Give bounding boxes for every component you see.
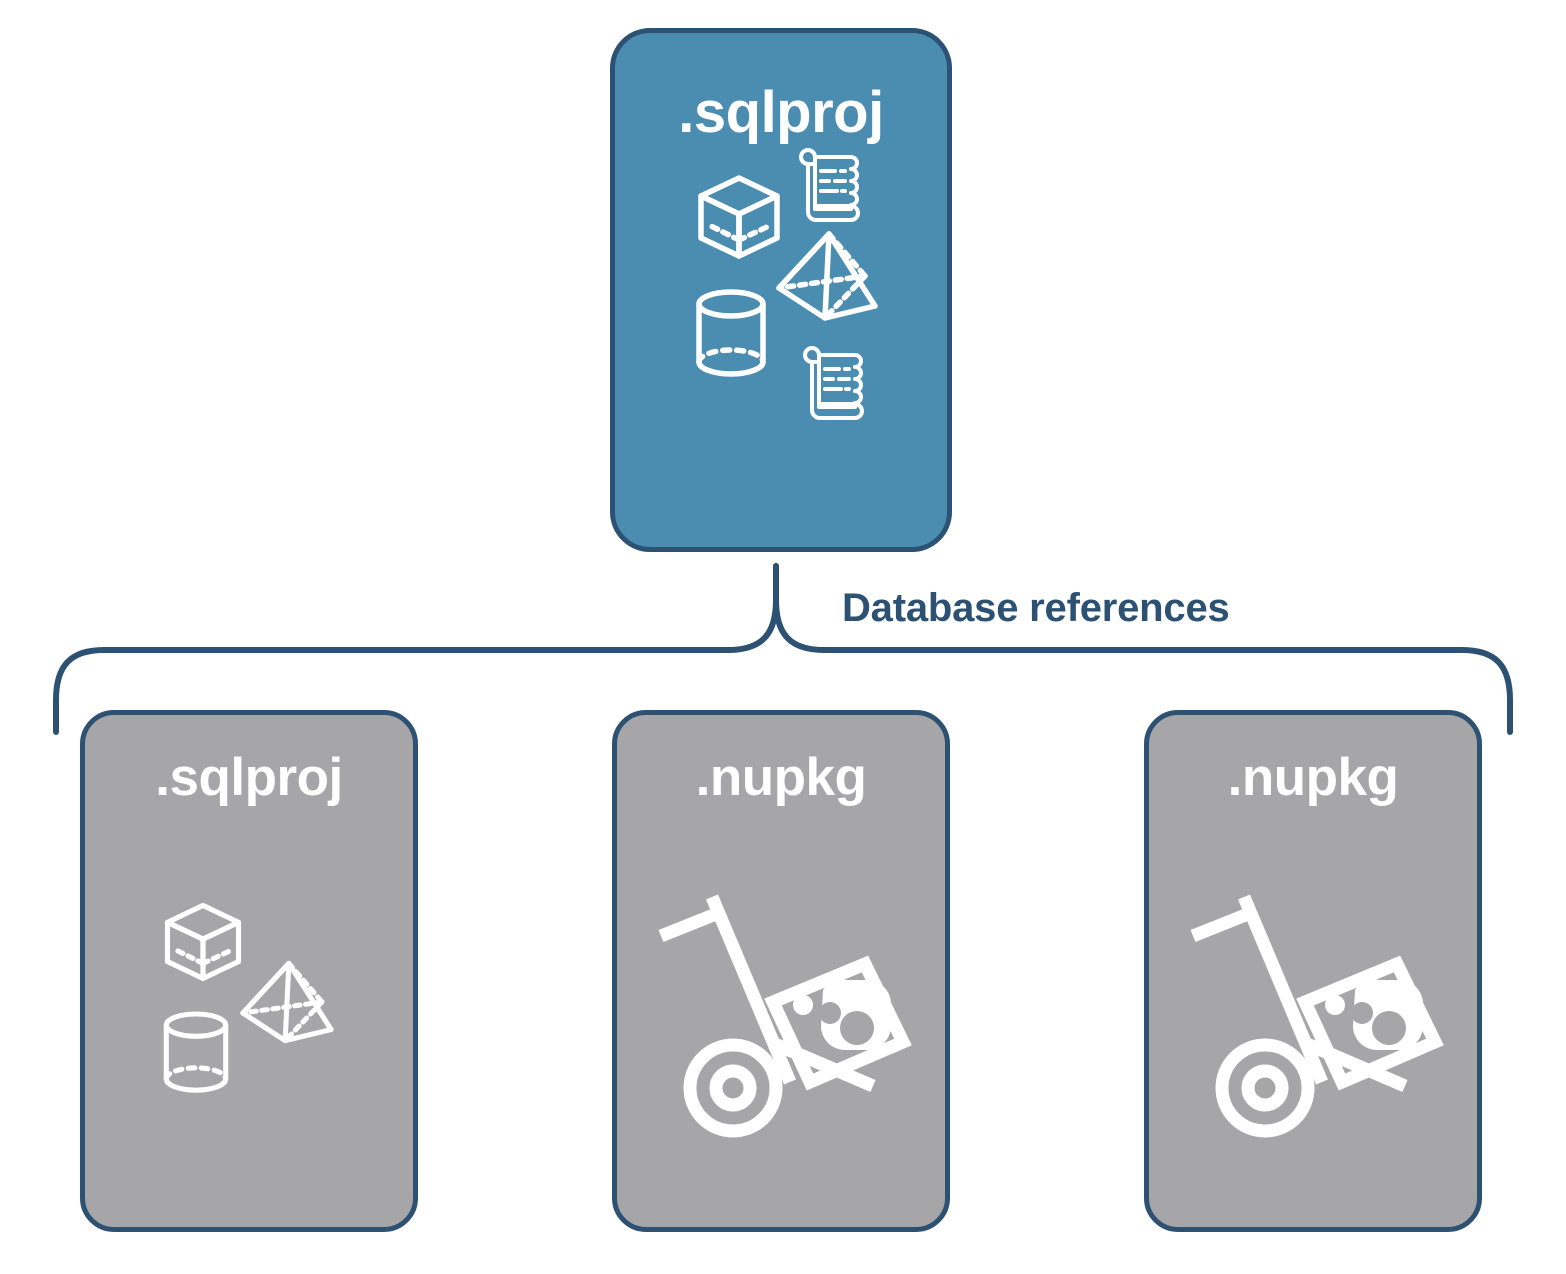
node-nupkg-reference[interactable]: .nupkg: [612, 710, 950, 1232]
cube-icon: [698, 175, 780, 259]
node-artwork: [85, 808, 413, 1227]
node-title: .sqlproj: [678, 80, 884, 145]
cylinder-icon: [696, 289, 766, 377]
scroll-icon: [799, 148, 860, 222]
node-artwork: [615, 146, 947, 547]
pyramid-icon: [240, 960, 334, 1044]
node-sqlproj-parent[interactable]: .sqlproj: [610, 28, 952, 552]
cube-icon: [164, 902, 242, 981]
hand-truck-package-icon: [1190, 894, 1444, 1138]
node-title: .sqlproj: [155, 748, 343, 807]
node-title: .nupkg: [695, 748, 867, 807]
brace-path-mirror: [53, 563, 779, 735]
connector-label: Database references: [842, 586, 1230, 630]
node-sqlproj-reference[interactable]: .sqlproj: [80, 710, 418, 1232]
cylinder-icon: [163, 1011, 229, 1093]
pyramid-icon: [776, 231, 878, 321]
node-nupkg-reference[interactable]: .nupkg: [1144, 710, 1482, 1232]
node-artwork: [617, 808, 945, 1227]
node-title: .nupkg: [1227, 748, 1399, 807]
hand-truck-package-icon: [658, 894, 912, 1138]
scroll-icon: [803, 346, 864, 420]
node-artwork: [1149, 808, 1477, 1227]
